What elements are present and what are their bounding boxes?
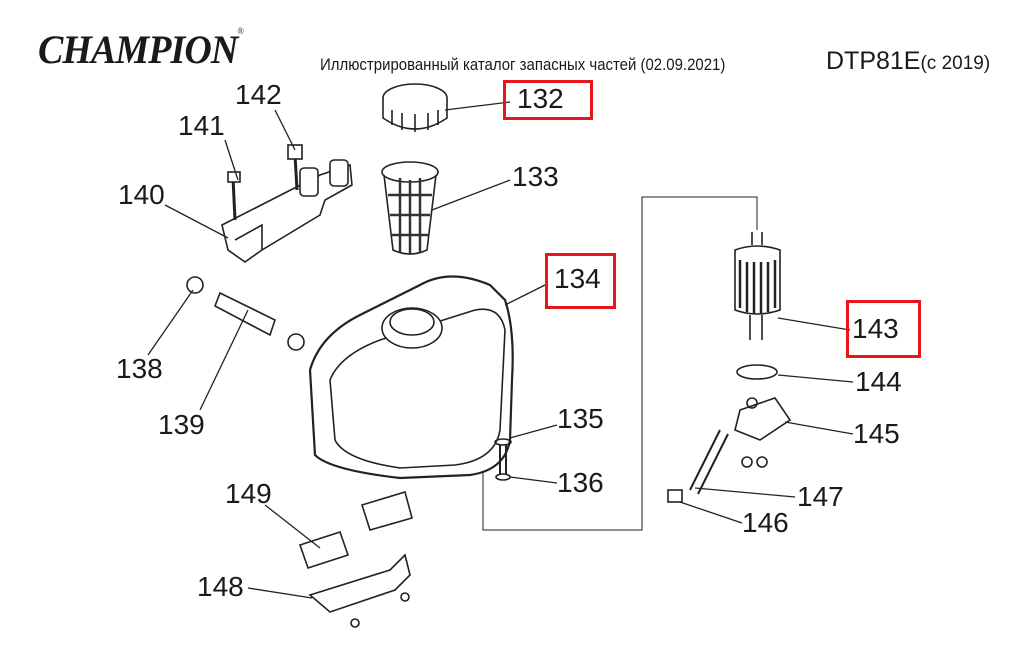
tank-bracket xyxy=(221,159,353,263)
part-label-144[interactable]: 144 xyxy=(855,366,902,397)
part-label-134[interactable]: 134 xyxy=(554,263,601,294)
part-label-146[interactable]: 146 xyxy=(742,507,789,538)
catalog-title: Иллюстрированный каталог запасных частей… xyxy=(320,55,726,74)
rubber-pads xyxy=(298,490,413,570)
fuel-filter xyxy=(734,232,781,340)
part-label-136[interactable]: 136 xyxy=(557,467,604,498)
champion-logo: CHAMPION® xyxy=(38,26,244,72)
fuel-tank xyxy=(308,275,514,480)
part-label-139[interactable]: 139 xyxy=(158,409,205,440)
part-label-140[interactable]: 140 xyxy=(118,179,165,210)
fuel-hose xyxy=(213,291,276,337)
part-label-132[interactable]: 132 xyxy=(517,83,564,114)
highlight-132 xyxy=(503,80,593,120)
part-label-135[interactable]: 135 xyxy=(557,403,604,434)
fuel-cap xyxy=(382,83,448,132)
part-label-148[interactable]: 148 xyxy=(197,571,244,602)
bolt-142 xyxy=(287,144,303,191)
hose-clamp xyxy=(186,276,305,351)
highlight-134 xyxy=(545,253,616,309)
part-label-145[interactable]: 145 xyxy=(853,418,900,449)
model-name: DTP81E(с 2019) xyxy=(826,47,991,75)
part-label-149[interactable]: 149 xyxy=(225,478,272,509)
highlight-143 xyxy=(846,300,921,358)
mount-plate xyxy=(308,553,411,628)
part-label-142[interactable]: 142 xyxy=(235,79,282,110)
part-label-147[interactable]: 147 xyxy=(797,481,844,512)
group-frame xyxy=(482,196,758,531)
part-label-143[interactable]: 143 xyxy=(852,313,899,344)
fuel-pipe xyxy=(667,429,729,503)
gasket-144 xyxy=(736,364,778,380)
fuel-valve xyxy=(734,397,792,468)
part-label-138[interactable]: 138 xyxy=(116,353,163,384)
part-label-133[interactable]: 133 xyxy=(512,161,559,192)
fuel-strainer xyxy=(381,161,439,255)
bolt-141 xyxy=(227,171,241,221)
part-label-141[interactable]: 141 xyxy=(178,110,225,141)
